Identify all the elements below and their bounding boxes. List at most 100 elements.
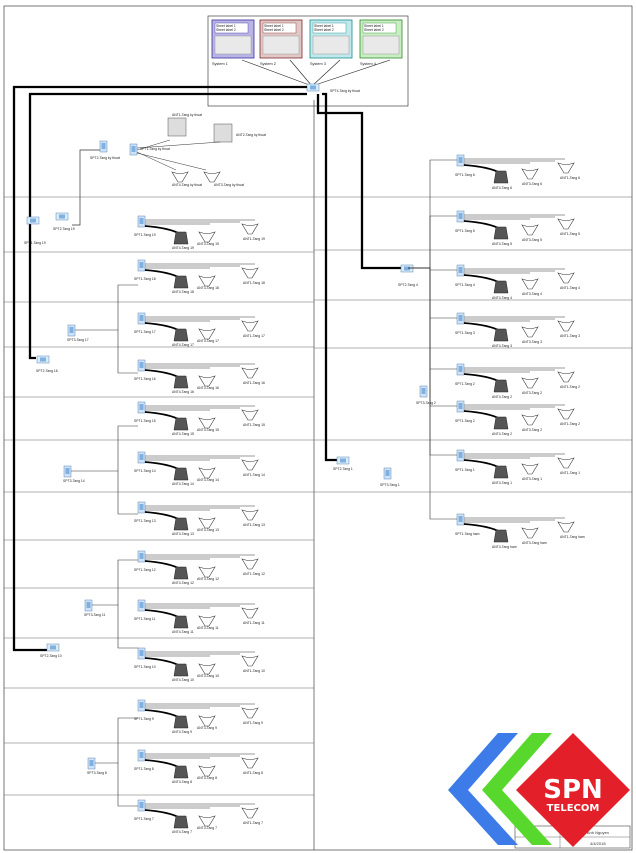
- omni-antenna-a: [198, 328, 216, 340]
- floor-thick-cable: [463, 523, 501, 533]
- omni-antenna-b-label: ANT1-Tang 16: [243, 381, 265, 385]
- roof-ant-left: [167, 117, 187, 137]
- panel-antenna: [493, 529, 509, 543]
- floor-thick-cable: [463, 322, 501, 332]
- system-screen-line2: Sheet label 2: [314, 28, 334, 32]
- omni-antenna-b: [557, 371, 575, 383]
- omni-antenna-a-label: ANT3-Tang 2: [522, 428, 542, 432]
- omni-antenna-a: [198, 417, 216, 429]
- coupler-10-label: SPT2-Tang 10: [40, 654, 62, 658]
- coupler-4-label: SPT2-Tang 4: [398, 283, 418, 287]
- panel-antenna-label: ANT4-Tang 7: [172, 830, 192, 834]
- roof-ant-left-label: ANT1-Tang ky thuat: [172, 113, 202, 117]
- omni-antenna-a: [521, 224, 539, 236]
- omni-antenna-a-label: ANT3-Tang 6: [522, 182, 542, 186]
- roof-ant-right-label: ANT2-Tang ky thuat: [236, 133, 266, 137]
- logo-blue-chevron: [448, 733, 518, 845]
- right-tree-cable: [408, 215, 457, 269]
- coupler-16-label: SPT2-Tang 16: [36, 369, 58, 373]
- omni-antenna-a: [198, 663, 216, 675]
- omni-antenna-b-label: ANT1-Tang ham: [560, 535, 585, 539]
- floor-splitter-label: SPT1-Tang 16: [134, 377, 156, 381]
- panel-antenna-label: ANT4-Tang 4: [492, 296, 512, 300]
- panel-antenna-label: ANT4-Tang 11: [172, 630, 194, 634]
- omni-antenna-a-label: ANT3-Tang 7: [197, 826, 217, 830]
- floor-splitter-label: SPT1-Tang 1: [455, 468, 475, 472]
- group-tree-cable: [92, 559, 138, 649]
- omni-antenna-a: [521, 377, 539, 389]
- omni-antenna-b-label: ANT1-Tang 14: [243, 473, 265, 477]
- omni-antenna-a-label: ANT3-Tang 9: [197, 726, 217, 730]
- omni-antenna-b-label: ANT1-Tang 18: [243, 281, 265, 285]
- panel-antenna: [173, 715, 189, 729]
- omni-antenna-b-label: ANT1-Tang 2: [560, 422, 580, 426]
- system-feed-cable: [311, 59, 341, 87]
- system-screen-line2: Sheet label 2: [364, 28, 384, 32]
- omni-antenna-a-label: ANT3-Tang 1: [522, 477, 542, 481]
- spn-telecom-logo: SPN TELECOM: [448, 733, 630, 847]
- omni-antenna-a-label: ANT3-Tang 17: [197, 339, 219, 343]
- floor-branch-cables: [464, 453, 565, 459]
- panel-antenna: [173, 231, 189, 245]
- system-label: System 4: [360, 62, 376, 66]
- roof-cable: [72, 149, 100, 226]
- system-screen-line2: Sheet label 2: [216, 28, 236, 32]
- omni-antenna-b: [557, 521, 575, 533]
- panel-antenna: [173, 615, 189, 629]
- system-screen: [312, 22, 347, 34]
- omni-antenna-b: [241, 459, 259, 471]
- floor-branch-cables: [145, 554, 255, 560]
- group-splitter-label: SPT3-Tang 14: [63, 479, 85, 483]
- system-screen-line1: Sheet label 1: [264, 24, 284, 28]
- riser-cables: SPT4-Tang ky thuat: [12, 83, 401, 652]
- panel-antenna-label: ANT4-Tang 15: [172, 432, 194, 436]
- panel-antenna: [173, 517, 189, 531]
- omni-antenna-b: [241, 223, 259, 235]
- omni-antenna-b: [557, 218, 575, 230]
- omni-antenna-a-label: ANT3-Tang 15: [197, 428, 219, 432]
- right-tree-cable: [408, 267, 457, 319]
- coupler-1-label: SPT2-Tang 1: [333, 467, 353, 471]
- group-tree-cable: [75, 284, 138, 374]
- roof-spt1-label: SPT1-Tang ky thuat: [140, 147, 170, 151]
- floor-branch-cables: [464, 316, 565, 322]
- system-body: [312, 35, 350, 55]
- riser-left-inner: [28, 92, 307, 360]
- omni-antenna-b: [241, 655, 259, 667]
- roof-ant-right: [213, 123, 233, 143]
- logo-text-telecom: TELECOM: [547, 803, 600, 814]
- panel-antenna: [173, 765, 189, 779]
- omni-antenna-a-label: ANT3-Tang 2: [522, 391, 542, 395]
- roof-omni-b-label: ANT3-Tang ky thuat: [214, 183, 244, 187]
- panel-antenna: [173, 275, 189, 289]
- floor-splitter-label: SPT1-Tang 2: [455, 382, 475, 386]
- panel-antenna-label: ANT4-Tang 14: [172, 482, 194, 486]
- floor-branch-cables: [145, 753, 255, 759]
- omni-antenna-b-label: ANT1-Tang 11: [243, 621, 265, 625]
- floor-thick-cable: [463, 274, 501, 284]
- panel-antenna: [173, 663, 189, 677]
- system-body: [262, 35, 300, 55]
- main-splitter-label: SPT4-Tang ky thuat: [330, 89, 360, 93]
- riser-left-outer: [12, 85, 307, 652]
- coupler-top-label: SPT1-Tang 19: [24, 241, 46, 245]
- omni-antenna-b-label: ANT1-Tang 12: [243, 572, 265, 576]
- omni-antenna-a: [198, 765, 216, 777]
- system-feed-cable: [241, 59, 313, 87]
- omni-antenna-b-label: ANT1-Tang 19: [243, 237, 265, 241]
- omni-antenna-a-label: ANT3-Tang 4: [522, 292, 542, 296]
- panel-antenna-label: ANT4-Tang ham: [492, 545, 517, 549]
- system-block-border: [207, 15, 409, 107]
